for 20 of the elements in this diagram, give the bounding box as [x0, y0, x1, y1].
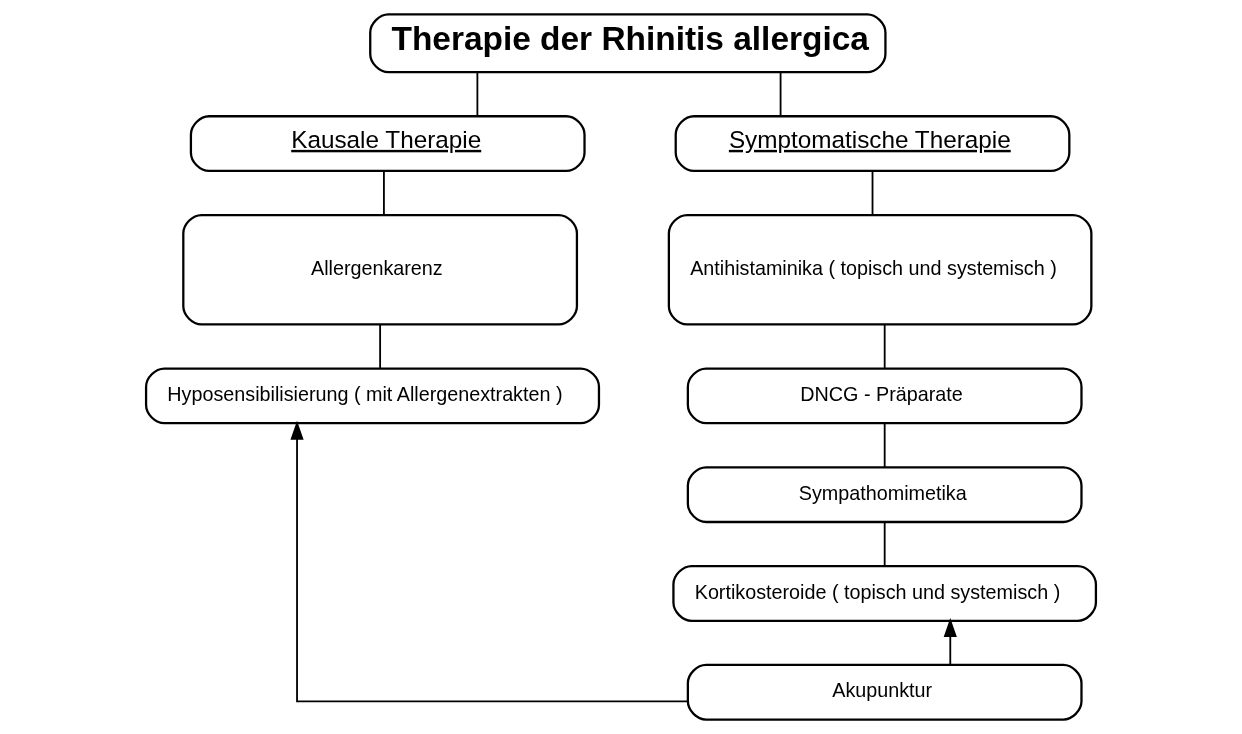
connector: [883, 323, 886, 370]
node-box: Sympathomimetika: [686, 466, 1083, 524]
node-box: Antihistaminika ( topisch und systemisch ): [667, 213, 1093, 326]
arrow: [290, 420, 689, 703]
connector: [883, 422, 886, 469]
connector: [383, 170, 385, 216]
node-box: Therapie der Rhinitis allergica: [369, 13, 887, 74]
connector: [779, 71, 782, 117]
node-box: Kausale Therapie: [189, 115, 586, 173]
node-box: Allergenkarenz: [182, 213, 579, 326]
arrow: [943, 618, 957, 666]
connector: [871, 170, 874, 216]
node-box: Kortikosteroide ( topisch und systemisch ): [672, 564, 1098, 622]
node-box: Hyposensibilisierung ( mit Allergenextrakten ): [144, 367, 601, 425]
connector: [883, 521, 886, 567]
node-box: Symptomatische Therapie: [674, 115, 1071, 173]
connector: [476, 71, 479, 117]
connector: [379, 323, 382, 370]
node-box: Akupunktur: [686, 663, 1083, 721]
node-box: DNCG - Präparate: [686, 367, 1083, 425]
